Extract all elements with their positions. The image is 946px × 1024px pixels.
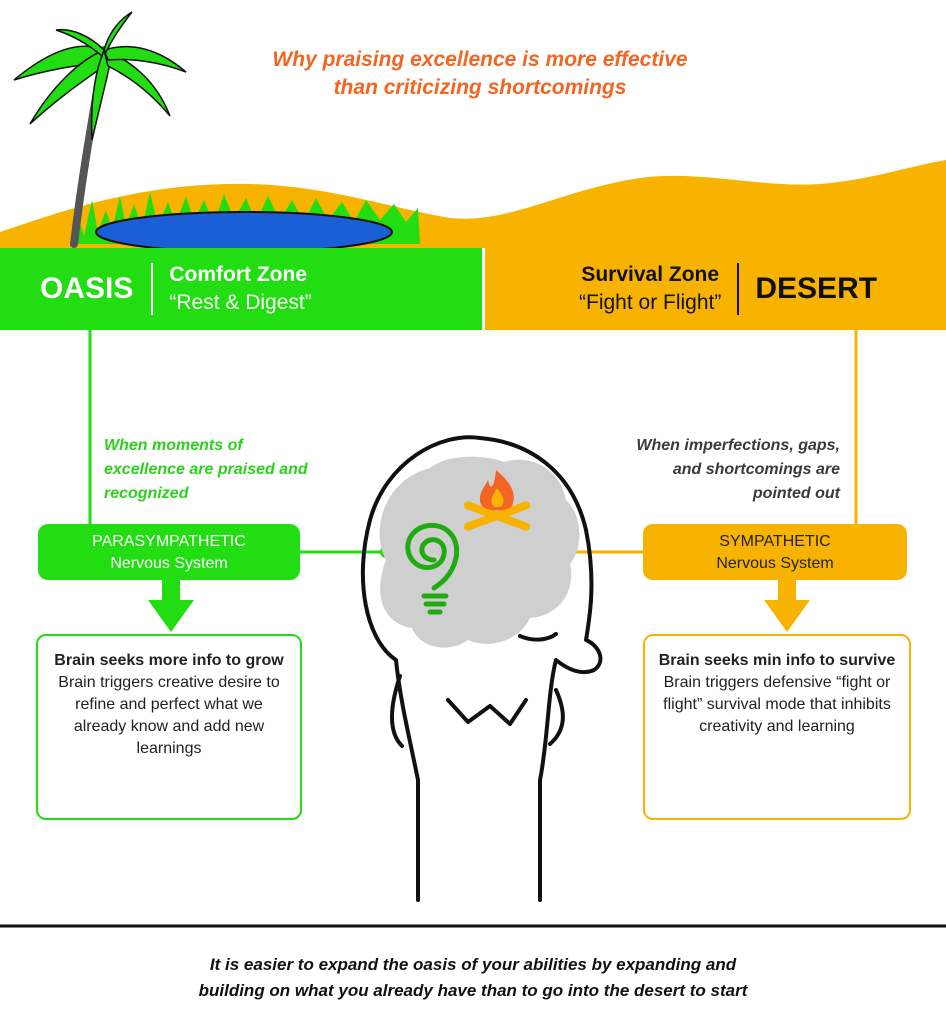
survival-zone-title: Survival Zone <box>581 263 720 286</box>
comfort-zone-subtitle: “Rest & Digest” <box>169 291 312 314</box>
oasis-result-box: Brain seeks more info to grow Brain trig… <box>36 634 302 820</box>
desert-down-arrow <box>764 580 810 632</box>
sympathetic-label: SYMPATHETIC <box>719 533 831 550</box>
bottom-line-1: It is easier to expand the oasis of your… <box>209 955 737 974</box>
oasis-down-arrow <box>148 580 194 632</box>
desert-result-box: Brain seeks min info to survive Brain tr… <box>643 634 911 820</box>
bottom-message: It is easier to expand the oasis of your… <box>100 952 846 1004</box>
palm-tree-icon <box>13 11 187 248</box>
page-title: Why praising excellence is more effectiv… <box>180 46 780 102</box>
desert-divider <box>737 263 740 315</box>
survival-zone-subtitle: “Fight or Flight” <box>579 291 722 314</box>
comfort-zone-title: Comfort Zone <box>169 263 308 286</box>
sympathetic-sublabel: Nervous System <box>716 555 834 572</box>
spiral-lightbulb-icon <box>405 522 460 615</box>
title-line-2: than criticizing shortcomings <box>333 76 627 99</box>
title-line-1: Why praising excellence is more effectiv… <box>272 48 688 71</box>
desert-banner: Survival Zone “Fight or Flight” DESERT <box>485 248 946 330</box>
oasis-divider <box>151 263 154 315</box>
desert-caption: When imperfections, gaps, and shortcomin… <box>636 437 840 502</box>
desert-result-heading: Brain seeks min info to survive <box>658 652 896 669</box>
bottom-line-2: building on what you already have than t… <box>198 981 748 1000</box>
desert-result-body: Brain triggers defensive “fight or fligh… <box>663 674 891 735</box>
oasis-result-body: Brain triggers creative desire to refine… <box>58 674 280 757</box>
campfire-icon <box>463 470 531 531</box>
survival-zone-block: Survival Zone “Fight or Flight” <box>579 261 721 317</box>
parasympathetic-box: PARASYMPATHETIC Nervous System <box>38 524 300 580</box>
comfort-zone-block: Comfort Zone “Rest & Digest” <box>169 261 311 317</box>
parasympathetic-sublabel: Nervous System <box>110 555 228 572</box>
parasympathetic-label: PARASYMPATHETIC <box>92 533 246 550</box>
desert-label: DESERT <box>755 272 878 305</box>
oasis-result-heading: Brain seeks more info to grow <box>54 652 284 669</box>
oasis-label: OASIS <box>40 272 134 305</box>
sympathetic-box: SYMPATHETIC Nervous System <box>643 524 907 580</box>
oasis-caption: When moments of excellence are praised a… <box>104 437 308 502</box>
oasis-banner: OASIS Comfort Zone “Rest & Digest” <box>0 248 482 330</box>
